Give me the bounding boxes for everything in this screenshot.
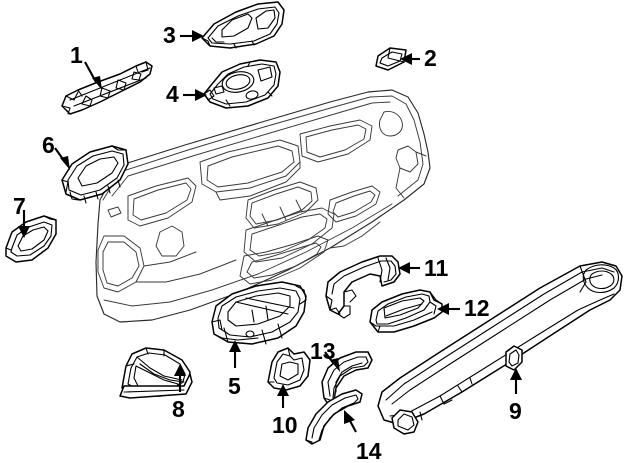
part-14-lower-molding-strip[interactable] <box>305 389 363 445</box>
part-3-defroster-grille[interactable] <box>201 1 285 49</box>
callout-label-6[interactable]: 6 <box>42 132 55 158</box>
callout-label-10[interactable]: 10 <box>272 412 298 438</box>
callout-label-12[interactable]: 12 <box>464 295 490 321</box>
part-4-speaker-grille-panel[interactable] <box>203 59 281 109</box>
part-2-wedge-clip[interactable] <box>375 47 407 71</box>
callout-label-1[interactable]: 1 <box>70 42 83 68</box>
callout-label-4[interactable]: 4 <box>166 81 179 107</box>
callout-label-9[interactable]: 9 <box>509 398 522 424</box>
part-6-side-defroster-vent[interactable] <box>61 145 129 204</box>
callout-label-8[interactable]: 8 <box>172 396 185 422</box>
callout-label-3[interactable]: 3 <box>163 22 176 48</box>
callout-leaders <box>18 30 522 433</box>
callout-label-13[interactable]: 13 <box>310 338 336 364</box>
part-7-end-cap-bezel[interactable] <box>5 215 57 263</box>
part-5-console-storage-tray[interactable] <box>211 281 307 345</box>
part-9-lower-trim-rail[interactable] <box>377 261 623 435</box>
callout-label-14[interactable]: 14 <box>356 438 382 463</box>
part-instrument-panel-assembly[interactable] <box>95 89 431 323</box>
callout-label-5[interactable]: 5 <box>228 373 241 399</box>
callout-label-2[interactable]: 2 <box>424 45 437 71</box>
part-11-knee-bolster-bracket[interactable] <box>325 255 401 319</box>
part-10-side-vent-end-trim[interactable] <box>267 347 311 391</box>
part-12-lower-duct-cover[interactable] <box>369 289 443 333</box>
callout-label-7[interactable]: 7 <box>13 193 26 219</box>
part-1-reinforcement-bracket[interactable] <box>61 61 153 115</box>
callout-label-11[interactable]: 11 <box>424 255 449 281</box>
